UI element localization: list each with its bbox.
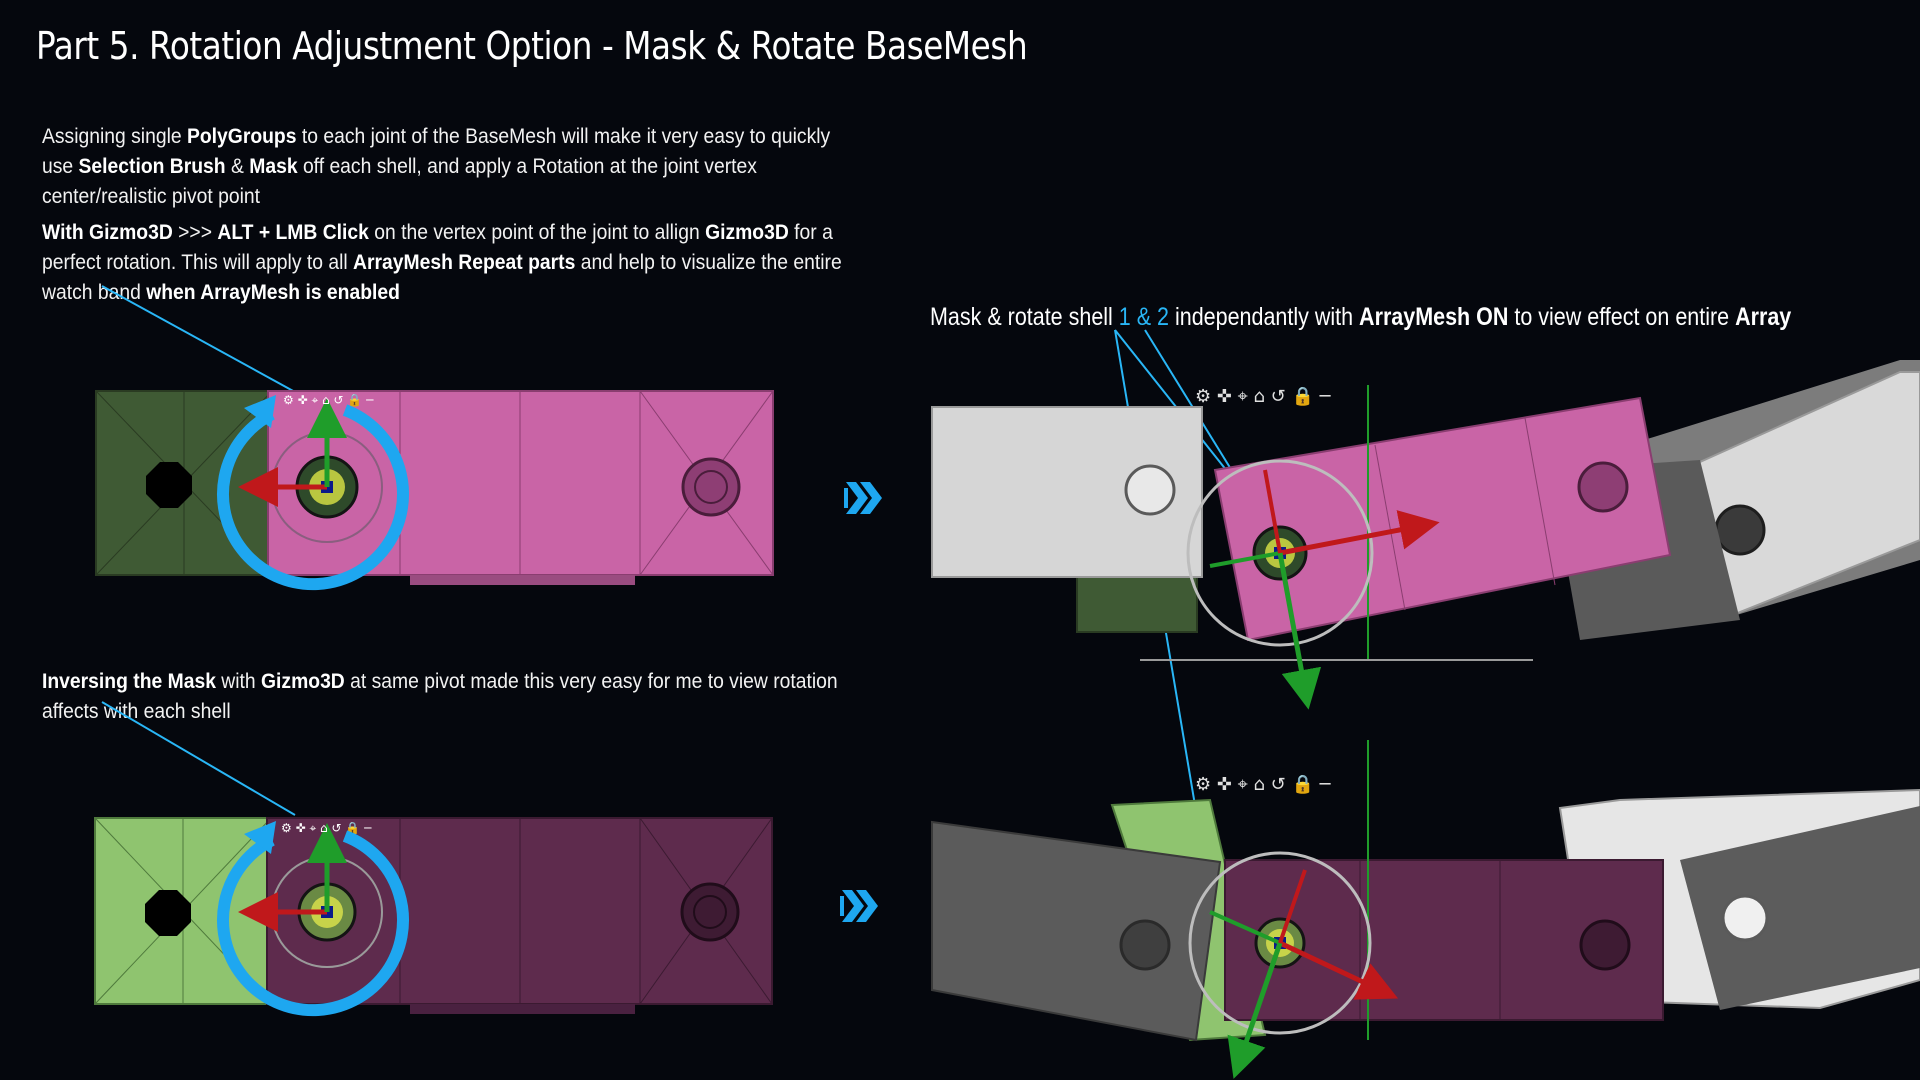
gizmo-toolbar[interactable]: ⚙ ✜ ⌖ ⌂ ↺ 🔒 ─ <box>283 393 374 407</box>
bold-text: Mask <box>249 155 298 178</box>
array-top: ⚙ ✜ ⌖ ⌂ ↺ 🔒 ─ <box>931 360 1920 710</box>
array-bottom: ⚙ ✜ ⌖ ⌂ ↺ 🔒 ─ <box>931 740 1920 1079</box>
forward-arrow-icon <box>840 890 878 922</box>
bold-text: PolyGroups <box>186 125 297 148</box>
bold-text: Gizmo3D <box>705 221 789 244</box>
gizmo-toolbar[interactable]: ⚙ ✜ ⌖ ⌂ ↺ 🔒 ─ <box>1195 386 1332 407</box>
text: to each joint of the BaseMesh will make … <box>42 125 831 178</box>
text: off each shell, and apply a Rotation at … <box>42 155 757 208</box>
bold-text: Selection Brush <box>78 155 226 178</box>
bold-text: ArrayMesh ON <box>1359 303 1509 331</box>
basemesh-bottom: ⚙ ✜ ⌖ ⌂ ↺ 🔒 ─ <box>94 817 773 1017</box>
pin-knob <box>681 457 741 517</box>
text: with <box>215 670 262 693</box>
bold-text: Array <box>1735 303 1792 331</box>
bold-text: ArrayMesh Repeat parts <box>353 251 576 274</box>
text: at same pivot made this very easy for me… <box>42 670 838 723</box>
intro-paragraph: Assigning single PolyGroups to each join… <box>42 122 852 212</box>
text: >>> <box>172 221 218 244</box>
gizmo-toolbar[interactable]: ⚙ ✜ ⌖ ⌂ ↺ 🔒 ─ <box>1195 774 1332 795</box>
inverse-mask-paragraph: Inversing the Mask with Gizmo3D at same … <box>42 667 852 727</box>
highlight-text: 1 & 2 <box>1118 303 1169 331</box>
callout-line <box>101 285 296 393</box>
hole <box>146 462 192 508</box>
text: Assigning single <box>42 125 187 148</box>
bold-text: ALT + LMB Click <box>217 221 369 244</box>
text: to view effect on entire <box>1508 303 1736 331</box>
array-shell-dark <box>1680 806 1920 1010</box>
rotate-arrow-icon <box>217 830 409 1017</box>
page-title: Part 5. Rotation Adjustment Option - Mas… <box>36 24 1028 68</box>
basemesh-top: ⚙ ✜ ⌖ ⌂ ↺ 🔒 ─ <box>95 390 774 591</box>
callout-line <box>101 701 296 816</box>
bold-text: With Gizmo3D <box>42 221 173 244</box>
text: and help to visualize the entire watch b… <box>42 251 842 304</box>
bold-text: when ArrayMesh is enabled <box>146 281 400 304</box>
array-shell-gray <box>931 820 1222 1042</box>
hole <box>145 890 191 936</box>
text: Mask & rotate shell <box>930 303 1119 331</box>
text: & <box>225 155 250 178</box>
right-caption: Mask & rotate shell 1 & 2 independantly … <box>930 303 1791 332</box>
gizmo-paragraph: With Gizmo3D >>> ALT + LMB Click on the … <box>42 218 852 308</box>
array-shell-pink[interactable] <box>1213 396 1672 642</box>
rotate-arrow-icon <box>217 404 409 591</box>
text: on the vertex point of the joint to alli… <box>368 221 706 244</box>
text: independantly with <box>1168 303 1360 331</box>
forward-arrow-icon <box>844 482 882 514</box>
pin-knob <box>680 882 740 942</box>
text: for a perfect rotation. This will apply … <box>42 221 833 274</box>
bold-text: Inversing the Mask <box>42 670 216 693</box>
gizmo-toolbar[interactable]: ⚙ ✜ ⌖ ⌂ ↺ 🔒 ─ <box>281 821 372 835</box>
bold-text: Gizmo3D <box>261 670 345 693</box>
